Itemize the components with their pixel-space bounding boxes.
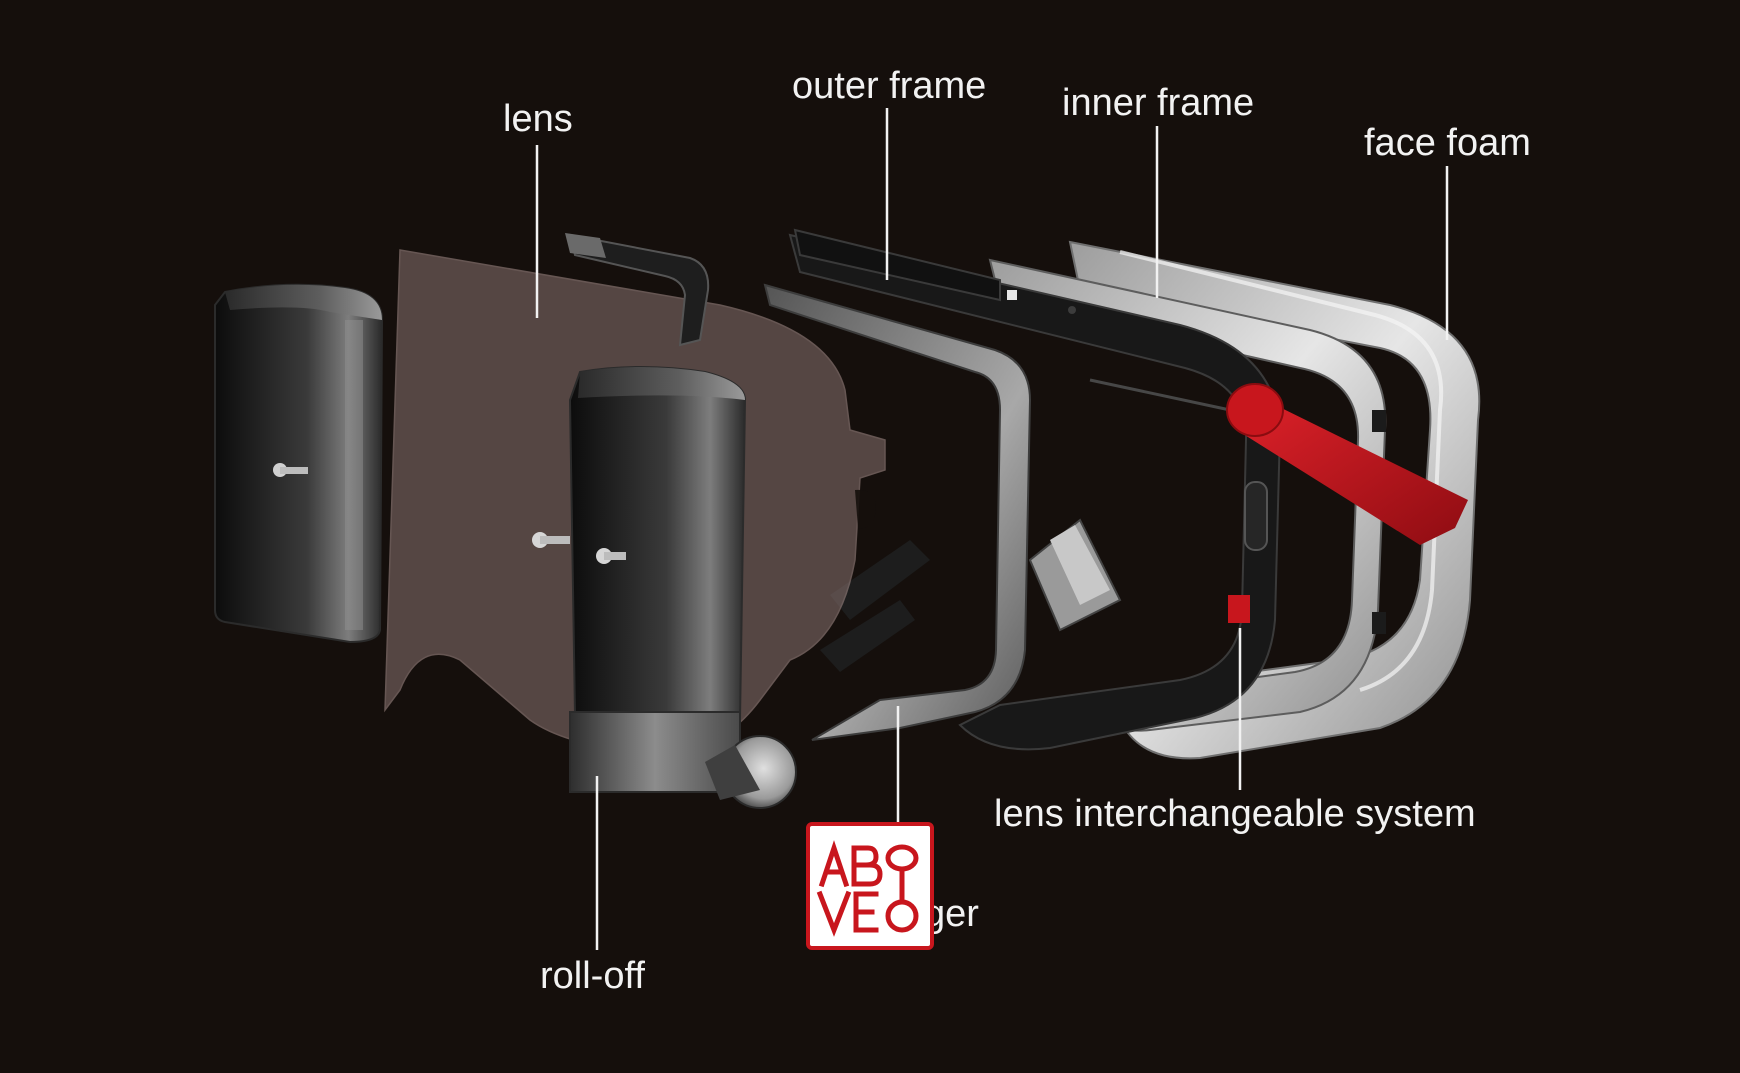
face-foam-label: face foam xyxy=(1364,122,1531,164)
watermark-logo xyxy=(806,822,934,950)
roll-off-label: roll-off xyxy=(540,955,645,997)
left-roll-off-canister xyxy=(214,283,384,644)
lens-label: lens xyxy=(503,98,573,140)
inner-frame-label: inner frame xyxy=(1062,82,1255,124)
leader-lines xyxy=(535,108,1449,950)
lens-interchangeable-system-label: lens interchangeable system xyxy=(994,793,1476,835)
red-strap-clip xyxy=(1226,383,1468,623)
outer-frame-part xyxy=(763,228,1122,741)
right-roll-off-canister xyxy=(532,366,797,809)
watermark-logo-mark xyxy=(816,840,919,937)
outer-frame-label: outer frame xyxy=(792,65,987,107)
